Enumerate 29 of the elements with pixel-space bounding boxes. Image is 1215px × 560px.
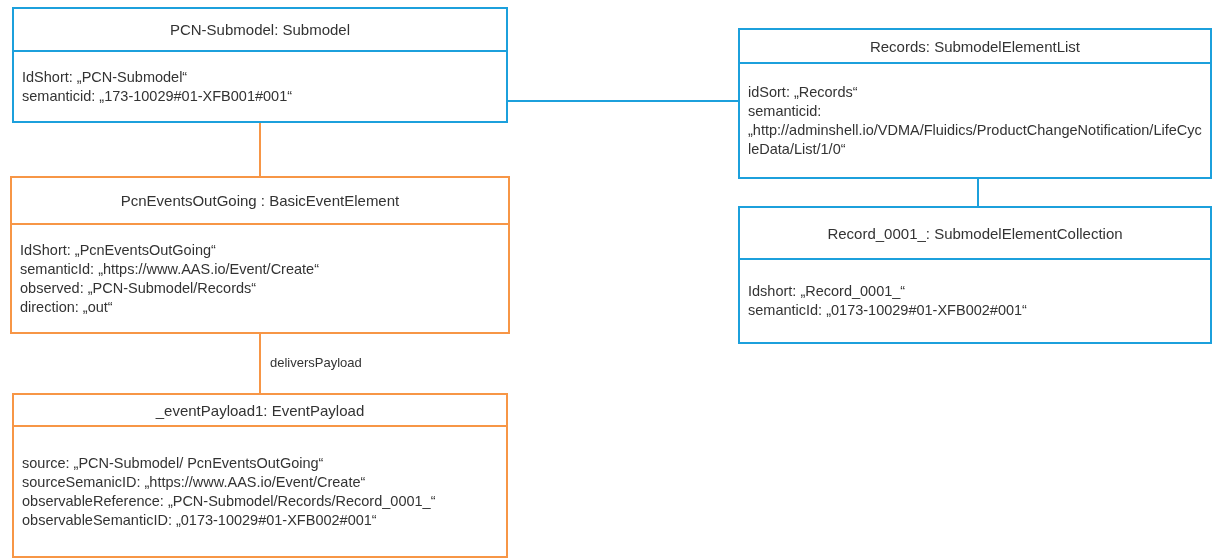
attribute-text: observed: „PCN-Submodel/Records“ <box>20 278 258 298</box>
connector-line <box>259 122 261 177</box>
attribute-text: semanticId: „https://www.AAS.io/Event/Create“ <box>20 259 320 279</box>
attribute-text: Idshort: „Record_0001_“ <box>748 282 907 301</box>
class-title: _eventPayload1: EventPayload <box>155 401 365 419</box>
class-box <box>12 7 508 123</box>
attribute-text: semanticid: „173-10029#01-XFB001#001“ <box>22 86 294 106</box>
attribute-text: semanticId: „0173-10029#01-XFB002#001“ <box>748 301 1028 320</box>
attribute-text: IdShort: „PCN-Submodel“ <box>22 67 189 87</box>
attribute-text: idSort: „Records“ <box>748 82 859 102</box>
attribute-text: semanticid: „http://adminshell.io/VDMA/Fluidics/ProductChangeNotification/LifeCycleData/List/1/0“ <box>748 101 1202 159</box>
attribute-text: IdShort: „PcnEventsOutGoing“ <box>20 240 217 260</box>
attribute-text: source: „PCN-Submodel/ PcnEventsOutGoing“ <box>22 453 325 473</box>
class-box <box>12 393 508 558</box>
class-title: Record_0001_: SubmodelElementCollection <box>827 224 1123 242</box>
edge-label: deliversPayload <box>270 354 362 370</box>
class-box <box>10 176 510 334</box>
attribute-text: observableSemanticID: „0173-10029#01-XFB002#001“ <box>22 510 378 530</box>
connector-line <box>507 100 739 102</box>
attribute-text: direction: „out“ <box>20 297 114 317</box>
connector-line <box>977 178 979 207</box>
class-title: PcnEventsOutGoing : BasicEventElement <box>120 192 400 209</box>
class-title: PCN-Submodel: Submodel <box>169 21 351 38</box>
attribute-text: sourceSemanicID: „https://www.AAS.io/Event/Create“ <box>22 472 367 492</box>
class-title: Records: SubmodelElementList <box>869 37 1081 55</box>
class-box <box>738 206 1212 344</box>
attribute-text: observableReference: „PCN-Submodel/Records/Record_0001_“ <box>22 491 437 511</box>
connector-line <box>259 333 261 394</box>
class-box <box>738 28 1212 179</box>
